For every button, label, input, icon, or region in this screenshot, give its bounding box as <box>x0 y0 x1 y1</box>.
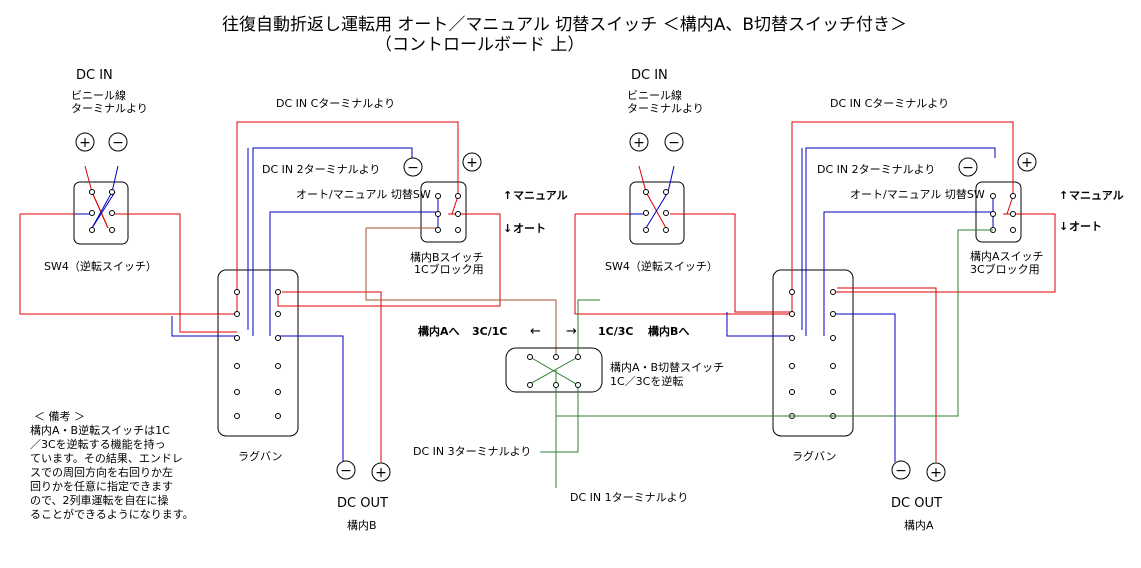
diagram-subtitle: （コントロールボード 上） <box>375 35 584 55</box>
right-dc-out-minus-terminal: − <box>891 460 911 480</box>
left-minus-sign: − <box>112 135 124 151</box>
right-manual-label: マニュアル <box>1069 189 1124 202</box>
right-auto-arrow: ↓ <box>1059 220 1068 233</box>
left-terminals <box>89 189 461 419</box>
right-dc-in-2-minus-terminal: − <box>958 157 978 177</box>
svg-text:−: − <box>668 135 680 151</box>
left-dc-in-label: DC IN <box>76 68 113 83</box>
svg-text:−: − <box>895 463 907 479</box>
right-sw4-box <box>629 181 685 245</box>
left-blue-wires <box>75 147 439 462</box>
dc-in-3-label: DC IN 3ターミナルより <box>413 445 531 458</box>
center-ab-switch: 構内Aへ 3C/1C ← → 1C/3C 構内Bへ 構内A・B切替スイッチ 1C… <box>413 229 993 504</box>
left-auto-label: オート <box>513 222 546 235</box>
left-red-wires <box>19 121 501 462</box>
left-dc-out-minus-terminal: − <box>336 460 356 480</box>
right-auto-label: オート <box>1069 220 1102 233</box>
note-line: ／3Cを逆転する機能を持っ <box>30 437 166 451</box>
left-manual-arrow: ↑ <box>503 189 512 202</box>
left-lug-board <box>217 269 299 437</box>
left-sw4-label: SW4（逆転スイッチ） <box>44 259 157 273</box>
right-terminals <box>643 189 1016 419</box>
arrow-right: → <box>566 324 577 339</box>
left-dc-in-2-label: DC IN 2ターミナルより <box>262 163 380 176</box>
left-dc-in-plus-terminal: + <box>75 132 95 152</box>
left-dc-out-plus-terminal: + <box>371 462 391 482</box>
left-dc-in-c-plus-terminal: + <box>462 152 482 172</box>
svg-text:+: + <box>1021 155 1033 171</box>
svg-text:−: − <box>340 463 352 479</box>
svg-text:+: + <box>466 155 478 171</box>
right-sw4-label: SW4（逆転スイッチ） <box>605 259 718 273</box>
note-line: ることができるようになります。 <box>30 507 194 521</box>
left-brown-wire <box>365 228 557 356</box>
green-wires <box>527 229 993 488</box>
note-line: ので、2列車運転を自在に操 <box>30 493 169 507</box>
right-red-wires <box>574 121 1056 462</box>
right-dc-out-plus-terminal: + <box>926 462 946 482</box>
right-dc-in-2-label: DC IN 2ターミナルより <box>817 163 935 176</box>
svg-text:−: − <box>407 160 419 176</box>
to-b-label: 構内Bへ <box>648 324 689 338</box>
right-dc-in-label: DC IN <box>631 68 668 83</box>
svg-text:+: + <box>633 135 645 151</box>
ab-switch-box <box>505 347 603 393</box>
note-header: ＜ 備考 ＞ <box>34 410 85 423</box>
right-lugban-label: ラグバン <box>792 449 837 463</box>
left-terminal-label: ターミナルより <box>71 102 148 115</box>
left-block-switch-label: 構内Bスイッチ <box>410 250 484 264</box>
svg-text:+: + <box>930 465 942 481</box>
right-lug-board <box>772 269 854 437</box>
left-lugban-label: ラグバン <box>238 449 283 463</box>
ab-reverse-label: 1C／3Cを逆転 <box>610 374 683 388</box>
right-manual-arrow: ↑ <box>1059 189 1068 202</box>
arrow-left: ← <box>530 324 541 339</box>
left-dc-in-c-label: DC IN Cターミナルより <box>276 97 395 110</box>
svg-text:−: − <box>962 160 974 176</box>
left-dc-in-2-minus-terminal: − <box>403 157 423 177</box>
c13-label: 1C/3C <box>598 325 633 338</box>
note-line: 構内A・B逆転スイッチは1C <box>30 423 170 437</box>
dc-in-1-label: DC IN 1ターミナルより <box>570 491 688 504</box>
right-circuit: DC IN ビニール線 ターミナルより DC IN Cターミナルより DC IN… <box>574 68 1124 532</box>
left-vinyl-label: ビニール線 <box>71 88 126 102</box>
right-dc-out-label: DC OUT <box>891 496 942 511</box>
note-line: 回りかを任意に指定できます <box>30 479 173 493</box>
note-line: ています。その結果、エンドレ <box>30 451 183 465</box>
left-dc-in-minus-terminal: − <box>108 132 128 152</box>
left-sw4-box <box>73 181 129 245</box>
left-dc-out-label: DC OUT <box>337 496 388 511</box>
right-terminal-label: ターミナルより <box>627 102 704 115</box>
right-kounai-label: 構内A <box>904 518 934 532</box>
to-a-label: 構内Aへ <box>418 324 460 338</box>
c31-label: 3C/1C <box>472 325 507 338</box>
left-auto-arrow: ↓ <box>503 222 512 235</box>
ab-terminals <box>527 354 581 388</box>
left-auto-manual-label: オート/マニュアル 切替SW <box>296 187 431 201</box>
right-auto-manual-label: オート/マニュアル 切替SW <box>850 187 985 201</box>
left-block-label: 1Cブロック用 <box>414 262 484 276</box>
right-dc-in-c-label: DC IN Cターミナルより <box>830 97 949 110</box>
ab-switch-label: 構内A・B切替スイッチ <box>610 360 724 374</box>
note-block: ＜ 備考 ＞ 構内A・B逆転スイッチは1C ／3Cを逆転する機能を持っ ています… <box>30 410 194 521</box>
right-dc-in-plus-terminal: + <box>629 132 649 152</box>
right-vinyl-label: ビニール線 <box>627 88 682 102</box>
diagram-title: 往復自動折返し運転用 オート／マニュアル 切替スイッチ ＜構内A、B切替スイッチ… <box>222 15 907 35</box>
right-dc-in-minus-terminal: − <box>664 132 684 152</box>
right-block-switch-label: 構内Aスイッチ <box>970 249 1044 263</box>
svg-text:+: + <box>375 465 387 481</box>
left-plus-sign: + <box>79 135 91 151</box>
note-line: スでの周回方向を右回りか左 <box>30 465 173 479</box>
right-block-label: 3Cブロック用 <box>970 262 1040 276</box>
right-dc-in-c-plus-terminal: + <box>1017 152 1037 172</box>
left-kounai-label: 構内B <box>347 518 377 532</box>
left-circuit: DC IN ビニール線 ターミナルより DC IN Cターミナルより DC IN… <box>19 68 568 532</box>
right-blue-wires <box>630 147 996 462</box>
left-manual-label: マニュアル <box>513 189 568 202</box>
